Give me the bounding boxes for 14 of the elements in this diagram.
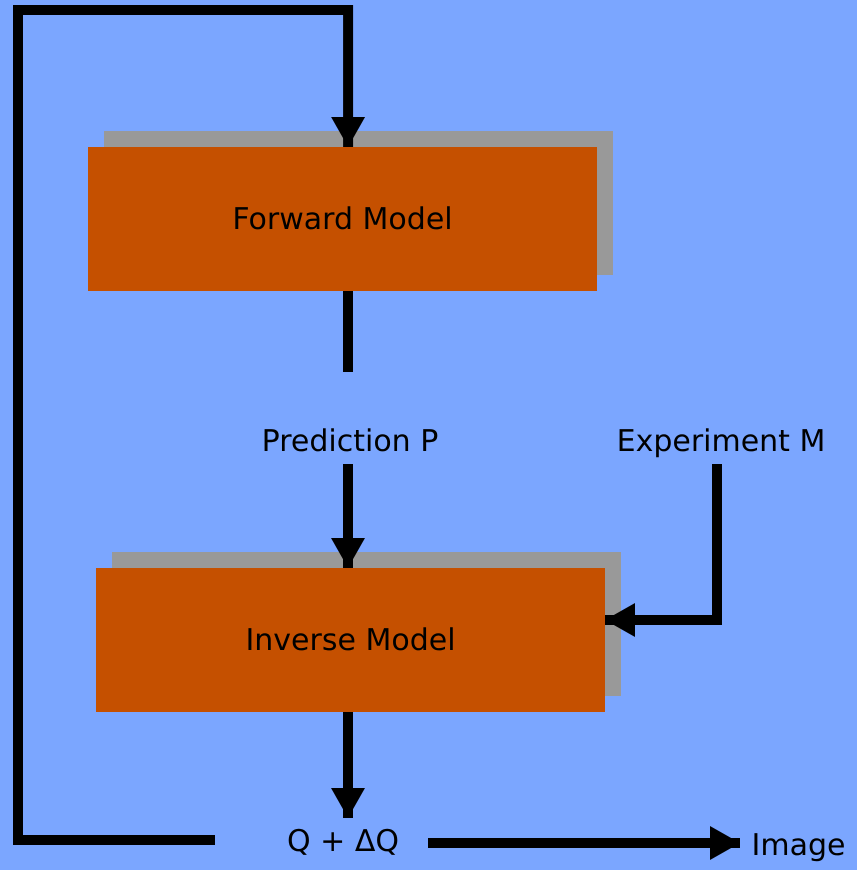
process-box [88,147,597,291]
box-label: Forward Model [232,202,453,236]
arrow [331,464,365,568]
process-box [96,568,605,712]
flow-label: Experiment M [616,424,826,458]
arrow [605,464,722,637]
arrow [13,5,366,845]
flow-label: Prediction P [262,424,438,458]
connector-line [343,291,353,372]
flow-label: Q + ΔQ [287,824,399,858]
flow-label: Image [752,828,846,862]
box-label: Inverse Model [245,622,456,658]
arrow [331,712,365,818]
arrow [428,826,740,860]
